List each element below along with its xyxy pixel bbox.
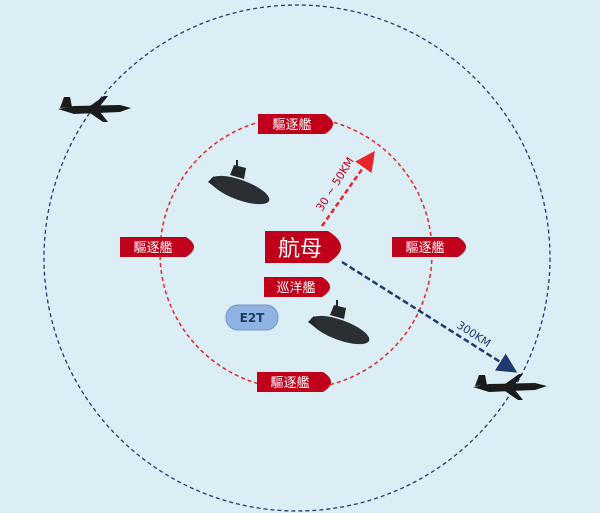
carrier: 航母 [265,231,341,263]
destroyer-left-label: 驅逐艦 [133,241,172,256]
fighter-jet-upper-icon [58,96,131,122]
destroyer-bottom: 驅逐艦 [257,372,331,392]
destroyer-left: 驅逐艦 [120,237,194,257]
destroyer-bottom-label: 驅逐艦 [270,376,309,391]
fighter-jet-lower-icon [473,374,547,400]
destroyer-top-label: 驅逐艦 [272,118,311,133]
e2t-label: E2T [240,311,266,325]
outer-range-ring [43,4,551,512]
submarine-lower-icon [308,300,370,345]
cruiser: 巡洋艦 [264,277,330,297]
cruiser-label: 巡洋艦 [276,281,315,296]
destroyer-right-label: 驅逐艦 [405,241,444,256]
submarine-upper-icon [208,160,270,205]
e2t-aircraft: E2T [225,304,279,331]
outer-range-arrow [341,260,518,373]
destroyer-top: 驅逐艦 [258,114,333,134]
destroyer-right: 驅逐艦 [392,237,466,257]
inner-range-arrow [320,150,375,227]
carrier-label: 航母 [278,237,322,262]
